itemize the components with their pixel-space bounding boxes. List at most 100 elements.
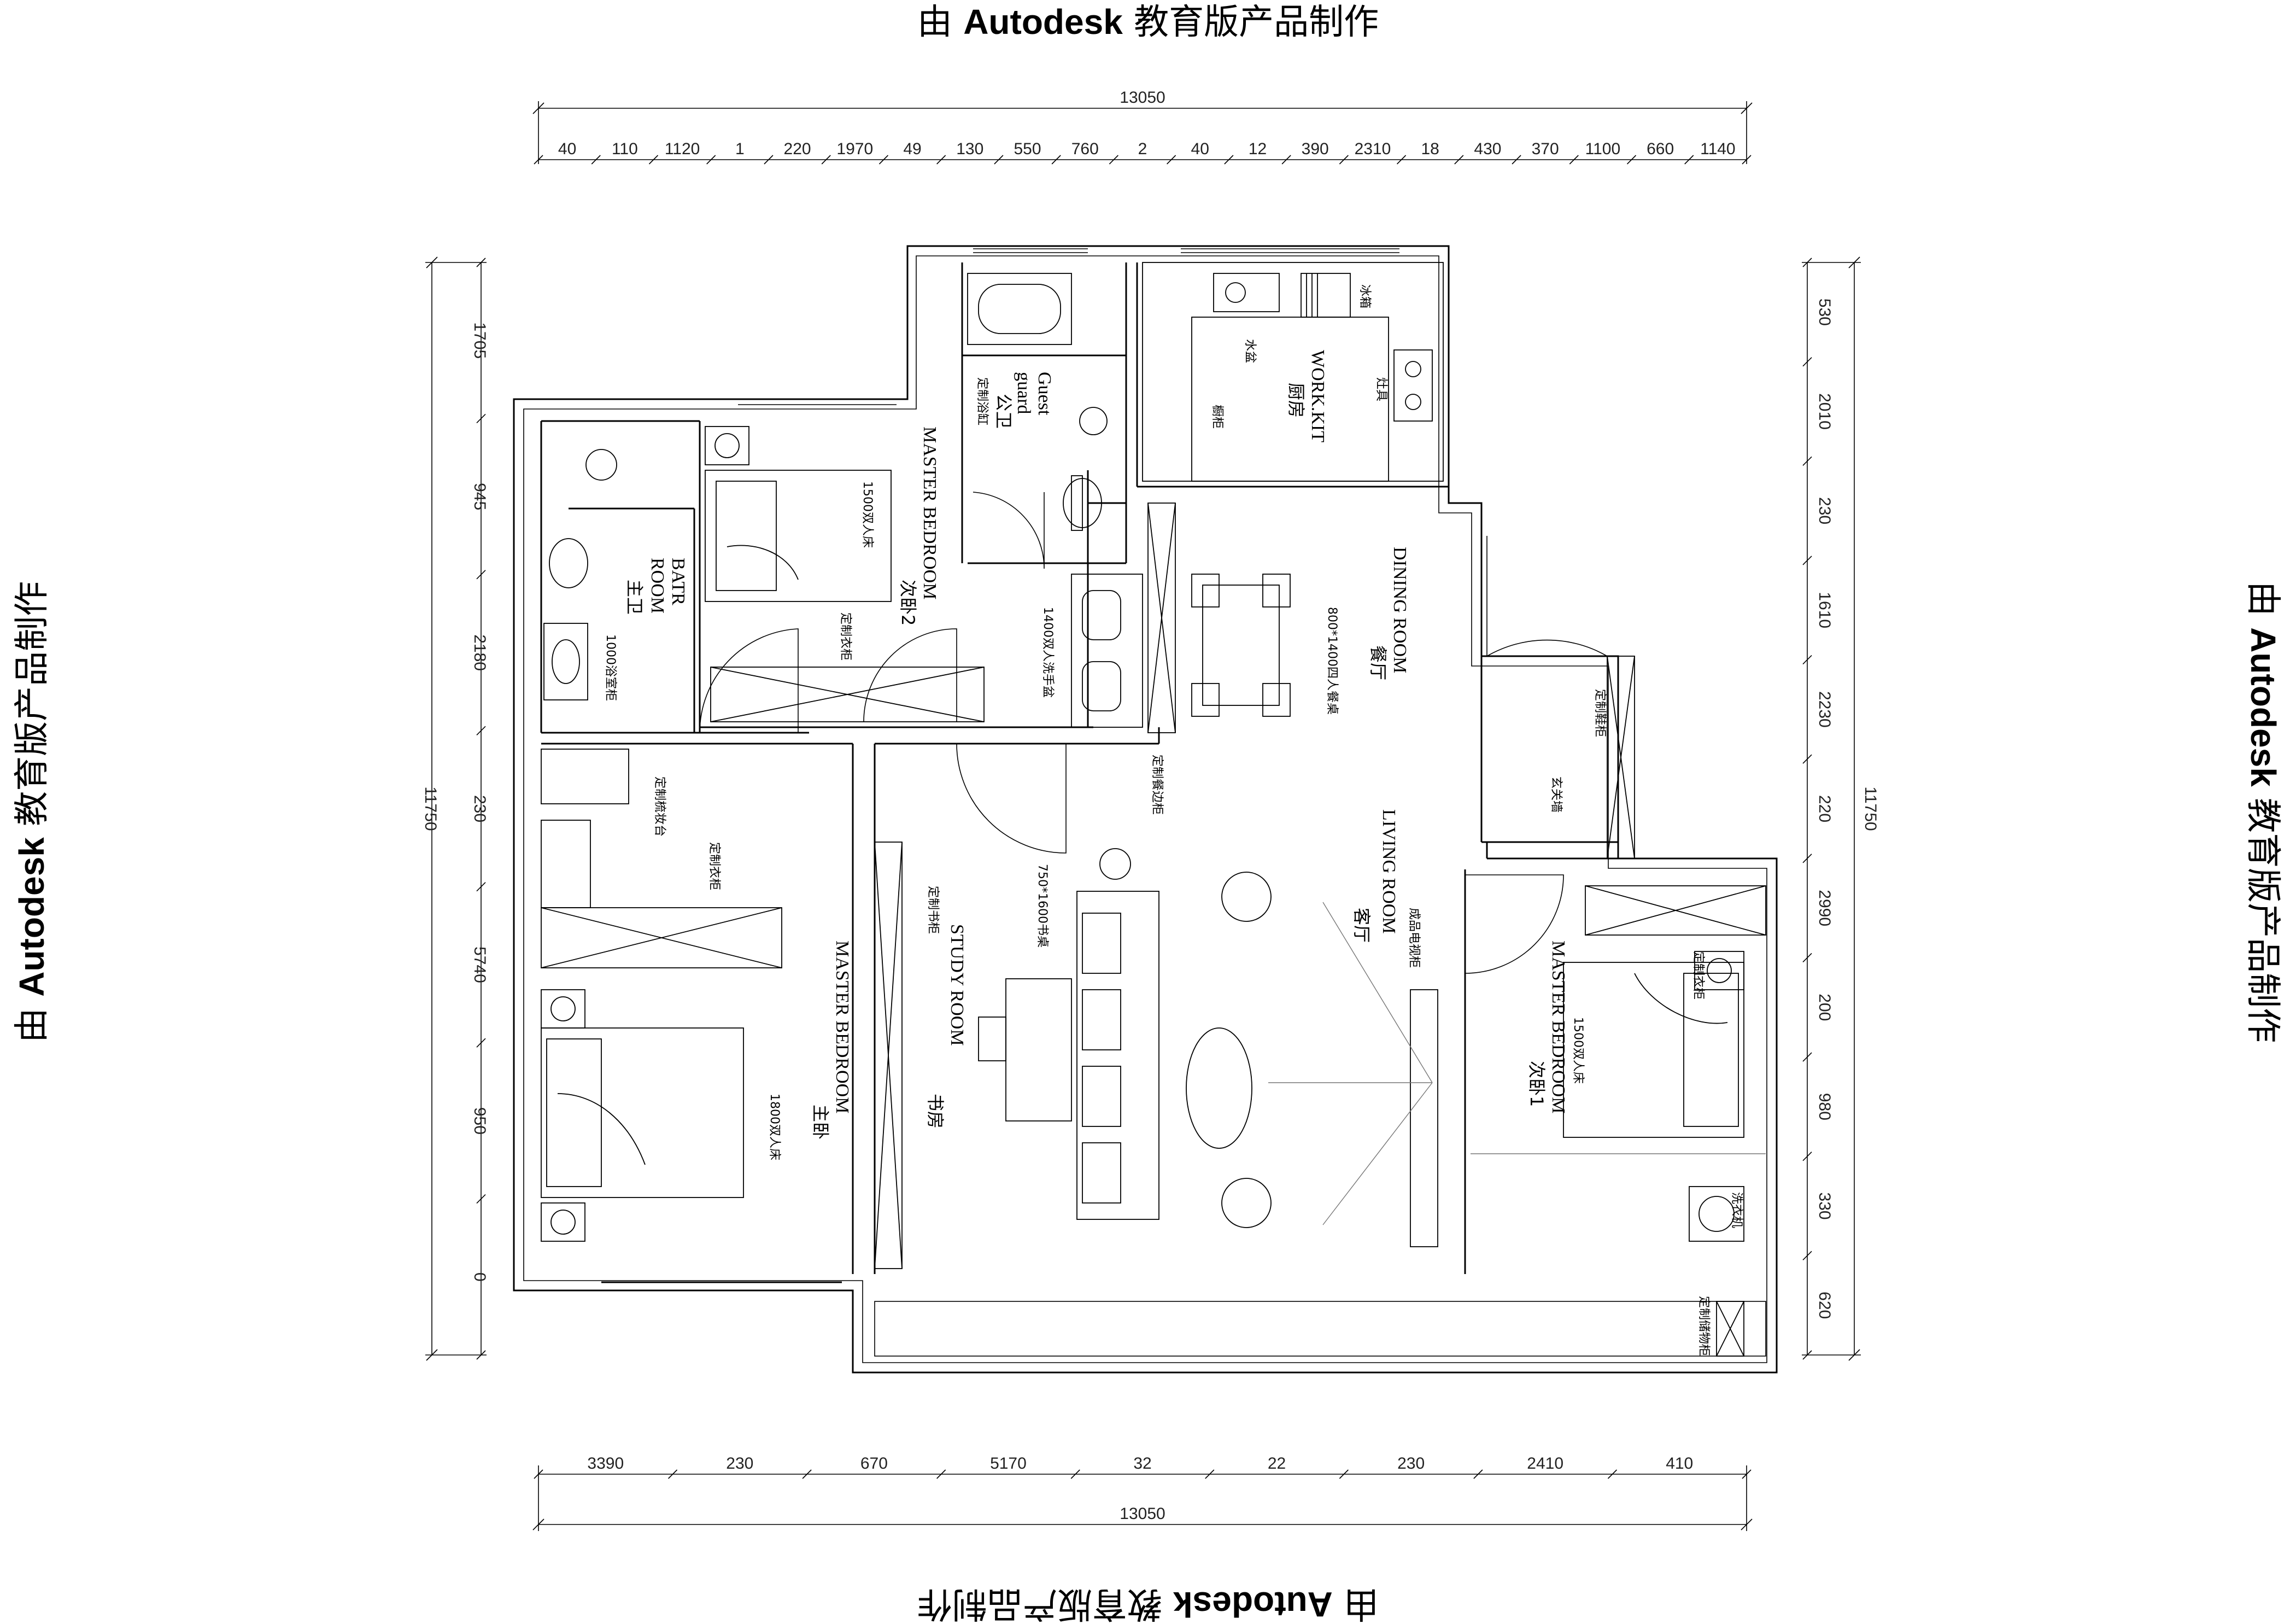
room-balcony: 定制储物柜 bbox=[1697, 1296, 1744, 1357]
dimension-tick bbox=[1397, 155, 1407, 165]
svg-text:由 Autodesk 教育版产品制作: 由 Autodesk 教育版产品制作 bbox=[917, 1584, 1379, 1624]
dimension-label: 230 bbox=[726, 1454, 753, 1473]
svg-text:MASTER BEDROOM: MASTER BEDROOM bbox=[832, 940, 852, 1113]
svg-text:定制梳妆台: 定制梳妆台 bbox=[653, 776, 666, 837]
dimension-label: 220 bbox=[1815, 795, 1834, 822]
svg-text:STUDY ROOM: STUDY ROOM bbox=[947, 924, 967, 1046]
svg-text:主卫: 主卫 bbox=[624, 580, 645, 615]
svg-text:BATR: BATR bbox=[668, 558, 688, 605]
svg-text:800*1400四人餐桌: 800*1400四人餐桌 bbox=[1325, 607, 1339, 715]
dimension-tick bbox=[1224, 155, 1234, 165]
dimension-tick bbox=[1569, 155, 1579, 165]
dimension-label: 410 bbox=[1666, 1454, 1693, 1473]
svg-text:成品电视柜: 成品电视柜 bbox=[1407, 908, 1421, 968]
top-dimension-total: 13050 bbox=[532, 89, 1753, 164]
dimension-label: 230 bbox=[1815, 497, 1834, 524]
dimension-label: 1120 bbox=[665, 140, 700, 158]
room-kitchen: WORK.KIT 厨房 水盆 灶具 冰箱 橱柜 bbox=[1142, 262, 1444, 482]
dimension-label: 12 bbox=[1249, 140, 1267, 158]
svg-text:WORK.KIT: WORK.KIT bbox=[1308, 350, 1328, 442]
dimension-label: 2010 bbox=[1815, 393, 1834, 430]
dimension-label: 760 bbox=[1071, 140, 1099, 158]
svg-text:由 Autodesk 教育版产品制作: 由 Autodesk 教育版产品制作 bbox=[2242, 581, 2283, 1043]
svg-text:MASTER BEDROOM: MASTER BEDROOM bbox=[919, 427, 940, 599]
dimension-label: 2990 bbox=[1815, 890, 1834, 926]
dimension-tick bbox=[936, 1469, 946, 1479]
svg-text:主卧: 主卧 bbox=[810, 1105, 831, 1140]
svg-text:玄关墙: 玄关墙 bbox=[1549, 776, 1563, 813]
dimension-label: 22 bbox=[1268, 1454, 1286, 1473]
doors bbox=[699, 492, 1608, 974]
dimension-label: 330 bbox=[1815, 1193, 1834, 1220]
dimension-label: 1100 bbox=[1585, 140, 1621, 158]
dimension-label: 5740 bbox=[471, 947, 489, 983]
dimension-label: 530 bbox=[1815, 299, 1834, 326]
dimension-label: 2180 bbox=[471, 634, 489, 671]
dimension-tick bbox=[1167, 155, 1176, 165]
dimension-tick bbox=[821, 155, 831, 165]
dimension-tick bbox=[994, 155, 1004, 165]
dimension-tick bbox=[476, 570, 486, 580]
dimension-tick bbox=[1281, 155, 1291, 165]
svg-text:MASTER BEDROOM: MASTER BEDROOM bbox=[1548, 940, 1568, 1113]
dimension-tick bbox=[1051, 155, 1061, 165]
room-bath: BATR ROOM 主卫 1000浴室柜 bbox=[543, 449, 688, 701]
dimension-label: 660 bbox=[1647, 140, 1674, 158]
dimension-tick bbox=[476, 1194, 486, 1204]
svg-text:1800双人床: 1800双人床 bbox=[768, 1094, 781, 1160]
dimension-label: 0 bbox=[471, 1272, 489, 1282]
dimension-label: 230 bbox=[1397, 1454, 1425, 1473]
dimension-label: 1970 bbox=[836, 140, 873, 158]
dimension-tick bbox=[591, 155, 601, 165]
bottom-dimension-total: 13050 bbox=[532, 1465, 1753, 1531]
dimension-tick bbox=[476, 1350, 486, 1360]
room-master-bedroom: MASTER BEDROOM 主卧 1800双人床 定制梳妆台 定制衣柜 bbox=[541, 749, 852, 1242]
dimension-label: 200 bbox=[1815, 994, 1834, 1021]
dimension-tick bbox=[1070, 1469, 1080, 1479]
svg-text:定制衣柜: 定制衣柜 bbox=[839, 612, 852, 661]
svg-text:洗衣机: 洗衣机 bbox=[1730, 1192, 1743, 1228]
svg-text:11750: 11750 bbox=[1861, 786, 1879, 831]
dimension-tick bbox=[1626, 155, 1637, 165]
room-entrance: 定制鞋柜 玄关墙 bbox=[1549, 656, 1635, 859]
dimension-tick bbox=[1802, 655, 1812, 665]
svg-text:1500双人床: 1500双人床 bbox=[860, 481, 874, 548]
watermark-left: 由 Autodesk 教育版产品制作 bbox=[12, 581, 52, 1043]
svg-text:LIVING ROOM: LIVING ROOM bbox=[1379, 809, 1399, 934]
left-dimension-total: 11750 bbox=[421, 256, 487, 1361]
watermark-bottom: 由 Autodesk 教育版产品制作 bbox=[917, 1584, 1379, 1624]
svg-text:Guest: Guest bbox=[1034, 372, 1055, 416]
dimension-label: 2310 bbox=[1355, 140, 1391, 158]
dimension-label: 1610 bbox=[1815, 592, 1834, 628]
svg-text:厨房: 厨房 bbox=[1286, 383, 1307, 418]
dimension-tick bbox=[878, 155, 888, 165]
svg-text:11750: 11750 bbox=[421, 786, 440, 831]
dimension-tick bbox=[1454, 155, 1464, 165]
dimension-tick bbox=[476, 882, 486, 892]
dimension-tick bbox=[1802, 854, 1812, 863]
dimension-label: 40 bbox=[1191, 140, 1209, 158]
svg-text:由 Autodesk 教育版产品制作: 由 Autodesk 教育版产品制作 bbox=[917, 2, 1379, 43]
svg-text:橱柜: 橱柜 bbox=[1210, 405, 1224, 429]
svg-text:次卧2: 次卧2 bbox=[898, 580, 918, 626]
svg-text:13050: 13050 bbox=[1120, 1505, 1165, 1523]
room-study: STUDY ROOM 书房 750*1600书桌 定制书柜 bbox=[874, 842, 1072, 1269]
dimension-label: 980 bbox=[1815, 1093, 1834, 1120]
svg-text:灶具: 灶具 bbox=[1374, 377, 1388, 401]
dimension-tick bbox=[1802, 456, 1812, 466]
svg-text:冰箱: 冰箱 bbox=[1358, 284, 1372, 308]
dimension-tick bbox=[1473, 1469, 1483, 1479]
svg-text:餐厅: 餐厅 bbox=[1368, 645, 1389, 680]
dimension-label: 1 bbox=[735, 140, 745, 158]
dimension-label: 1140 bbox=[1700, 140, 1736, 158]
svg-text:ROOM: ROOM bbox=[647, 558, 667, 614]
svg-text:定制储物柜: 定制储物柜 bbox=[1697, 1296, 1711, 1356]
dimension-tick bbox=[1684, 155, 1694, 165]
dimension-tick bbox=[706, 155, 716, 165]
dimension-tick bbox=[1512, 155, 1521, 165]
dimension-label: 2410 bbox=[1527, 1454, 1563, 1473]
svg-text:书房: 书房 bbox=[925, 1094, 946, 1129]
dimension-tick bbox=[1802, 556, 1812, 565]
